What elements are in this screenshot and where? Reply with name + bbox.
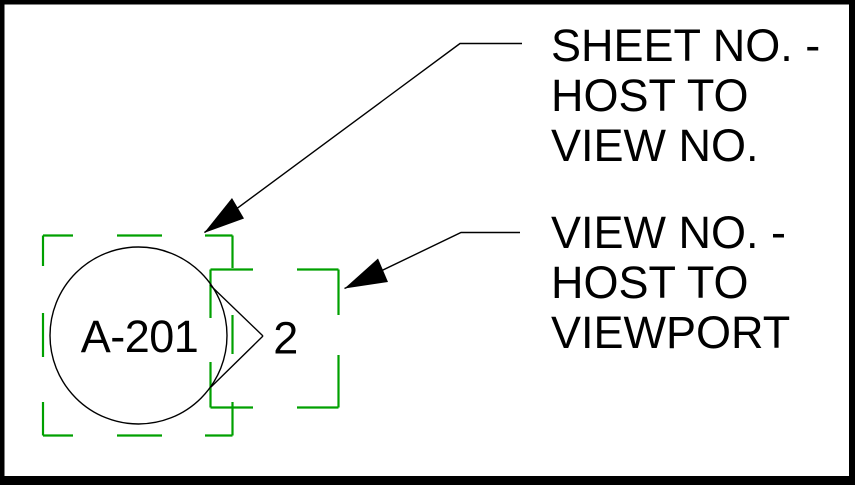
view-triangle-lower-edge xyxy=(210,335,264,388)
border-edge-right xyxy=(849,0,855,485)
leader-arrowhead-icon xyxy=(204,198,244,233)
callout-line: VIEWPORT xyxy=(551,307,790,358)
callout-sheet-no-label: SHEET NO. - HOST TO VIEW NO. xyxy=(551,20,820,171)
view-triangle-upper-edge xyxy=(209,284,264,337)
border-edge-top xyxy=(0,0,855,5)
leader-line-view-callout xyxy=(344,231,520,290)
callout-line: VIEW NO. xyxy=(551,120,759,171)
sheet-number-circle xyxy=(49,246,228,425)
callout-line: VIEW NO. - xyxy=(551,207,786,258)
selection-box-view-number xyxy=(209,268,340,409)
callout-line: HOST TO xyxy=(551,70,749,121)
view-reference-tag: A-201 2 xyxy=(49,246,298,425)
border-edge-bottom xyxy=(0,476,855,485)
callout-view-no-label: VIEW NO. - HOST TO VIEWPORT xyxy=(551,207,790,358)
leader-line-sheet-callout xyxy=(204,42,522,234)
callout-line: SHEET NO. - xyxy=(551,20,820,71)
view-number-text: 2 xyxy=(273,313,298,364)
leader-arrowhead-icon xyxy=(344,258,388,289)
sheet-number-text: A-201 xyxy=(81,311,199,362)
selection-box-sheet-circle xyxy=(41,234,234,437)
border-edge-left xyxy=(0,0,5,485)
callout-line: HOST TO xyxy=(551,257,749,308)
